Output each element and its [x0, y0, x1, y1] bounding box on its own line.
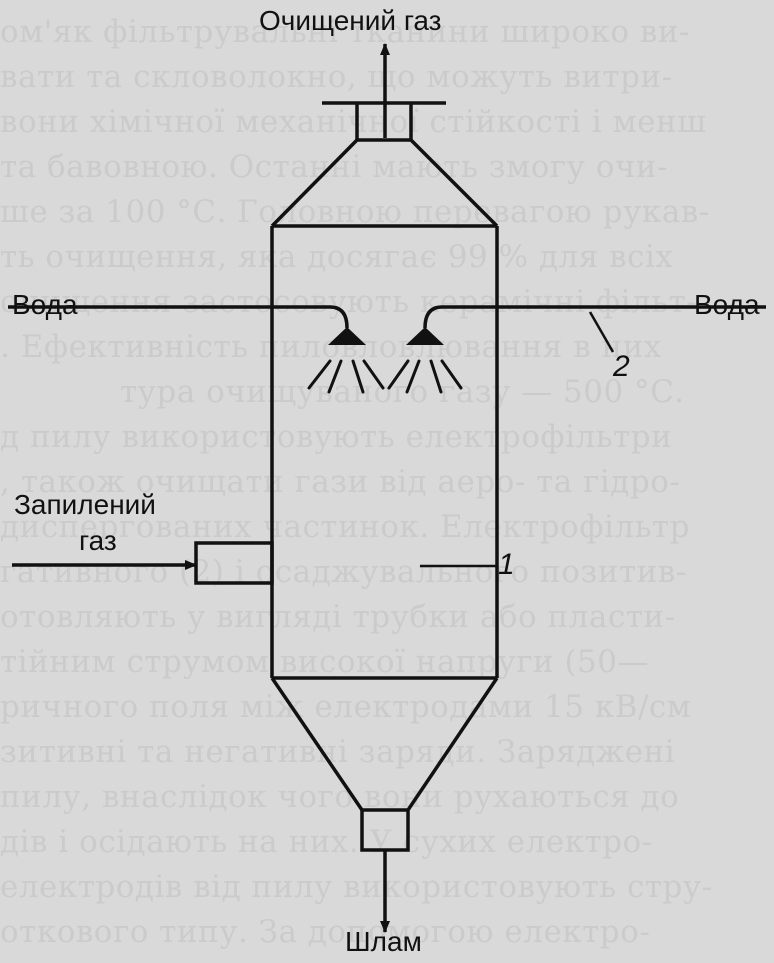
- background-text-line: откового типу. За допомогою електро-: [0, 914, 651, 950]
- spray-nozzle-left: [328, 327, 366, 345]
- background-text-line: дів і осідають на них. У сухих електро-: [0, 824, 653, 860]
- lower-cone-right: [406, 677, 499, 811]
- callout-1-label: 1: [498, 548, 515, 581]
- background-text-line: вати та скловолокно, що можуть витри-: [0, 59, 673, 95]
- sludge-label: Шлам: [345, 926, 422, 957]
- water-pipe-right: [423, 305, 766, 329]
- upper-cone-left: [270, 138, 359, 228]
- background-text-line: . Ефективність пиловловлювання в них: [0, 329, 662, 365]
- spray-streak: [327, 359, 343, 394]
- spray-streak: [387, 359, 410, 390]
- water-right-label: Вода: [694, 289, 760, 320]
- background-text-line: диспергованих частинок. Електрофільтр: [0, 509, 690, 545]
- water-spray-streaks: [307, 359, 463, 394]
- sludge-outlet-nozzle: [360, 808, 410, 852]
- background-text-line: д пилу використовують електрофільтри: [0, 419, 673, 455]
- spray-streak: [440, 359, 463, 390]
- background-text-line: ть очищення, яка досягає 99 % для всіх: [0, 239, 674, 275]
- background-text-line: тура очищуваного газу — 500 °С.: [120, 374, 685, 410]
- dusty-gas-label-line2: газ: [79, 525, 117, 556]
- spray-streak: [307, 359, 332, 390]
- upper-cone-right: [409, 138, 499, 228]
- water-left-label: Вода: [12, 289, 78, 320]
- background-text-line: очищення застосовують керамічні фільт-: [0, 284, 698, 320]
- dusty-gas-label-line1: Запилений: [14, 489, 156, 520]
- background-text-line: ричного поля між електродами 15 кВ/см: [0, 689, 692, 725]
- water-pipe-left: [8, 305, 349, 329]
- clean-gas-label: Очищений газ: [259, 5, 442, 36]
- background-text-line: гативного (2) і осаджувального позитив-: [0, 554, 687, 590]
- spray-streak: [362, 359, 385, 390]
- lower-cone-left: [270, 677, 364, 811]
- top-outlet-neck: [355, 103, 413, 142]
- background-text-line: ше за 100 °С. Головною перевагою рукав-: [0, 194, 710, 230]
- background-text-line: тійним струмом високої напруги (50—: [0, 644, 649, 680]
- background-text-line: пилу, внаслідок чого вони рухаються до: [0, 779, 680, 815]
- gas-inlet-nozzle: [194, 541, 274, 585]
- background-text-line: зитивні та негативні заряди. Заряджені: [0, 734, 676, 770]
- background-text-line: та бавовною. Останні мають змогу очи-: [0, 149, 669, 185]
- spray-nozzle-right: [406, 327, 444, 345]
- callout-2-leader: [588, 311, 615, 353]
- spray-streak: [405, 359, 421, 394]
- background-text-line: , також очищати гази від аеро- та гідро-: [0, 464, 681, 500]
- background-text-line: електродів від пилу використовують стру-: [0, 869, 713, 905]
- spray-streak: [351, 359, 365, 394]
- callout-2-label: 2: [613, 350, 630, 383]
- background-text-line: отовляють у вигляді трубки або пласти-: [0, 599, 676, 635]
- background-text-line: вони хімічної механічної стійкості і мен…: [0, 104, 707, 140]
- background-text-line: ом'як фільтрувальні тканини широко ви-: [0, 14, 690, 50]
- spray-streak: [429, 359, 443, 394]
